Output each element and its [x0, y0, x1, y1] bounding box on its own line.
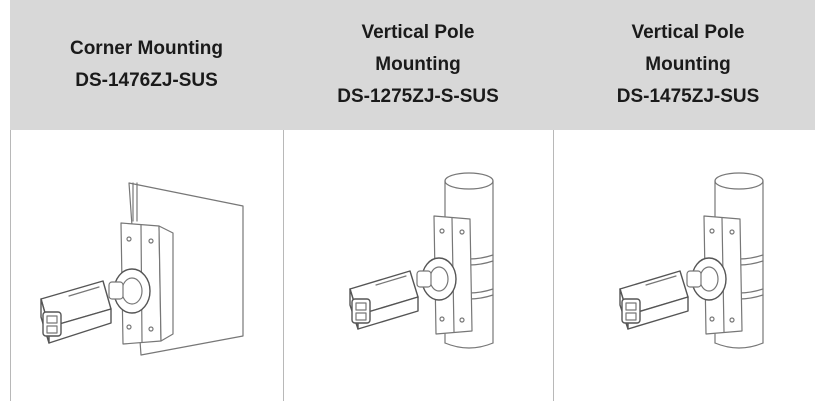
pole-mount-camera-image [349, 172, 494, 349]
table-border-left [10, 130, 11, 401]
header-cell-pole-mounting-1: Vertical Pole Mounting DS-1275ZJ-S-SUS [283, 0, 553, 130]
pole-mount-camera-image [619, 172, 764, 349]
header-line: Corner Mounting [69, 38, 224, 59]
header-model: DS-1475ZJ-SUS [616, 86, 760, 107]
header-model: DS-1275ZJ-S-SUS [337, 86, 499, 107]
header-cell-corner-mounting: Corner Mounting DS-1476ZJ-SUS [10, 0, 283, 130]
header-model: DS-1476ZJ-SUS [75, 70, 218, 91]
pole-mount-illustration-1 [284, 131, 553, 401]
table-divider [283, 130, 284, 401]
header-line: Mounting [645, 54, 731, 75]
pole-mount-illustration-2 [554, 131, 815, 401]
header-line: Mounting [375, 54, 461, 75]
corner-mount-camera-image [40, 182, 244, 356]
table-header-row: Corner Mounting DS-1476ZJ-SUS Vertical P… [10, 0, 815, 130]
header-line: Vertical Pole [361, 22, 475, 43]
mounting-table: Corner Mounting DS-1476ZJ-SUS Vertical P… [10, 0, 815, 401]
table-divider [553, 130, 554, 401]
header-cell-pole-mounting-2: Vertical Pole Mounting DS-1475ZJ-SUS [553, 0, 815, 130]
corner-mount-illustration [11, 131, 283, 401]
header-line: Vertical Pole [631, 22, 745, 43]
